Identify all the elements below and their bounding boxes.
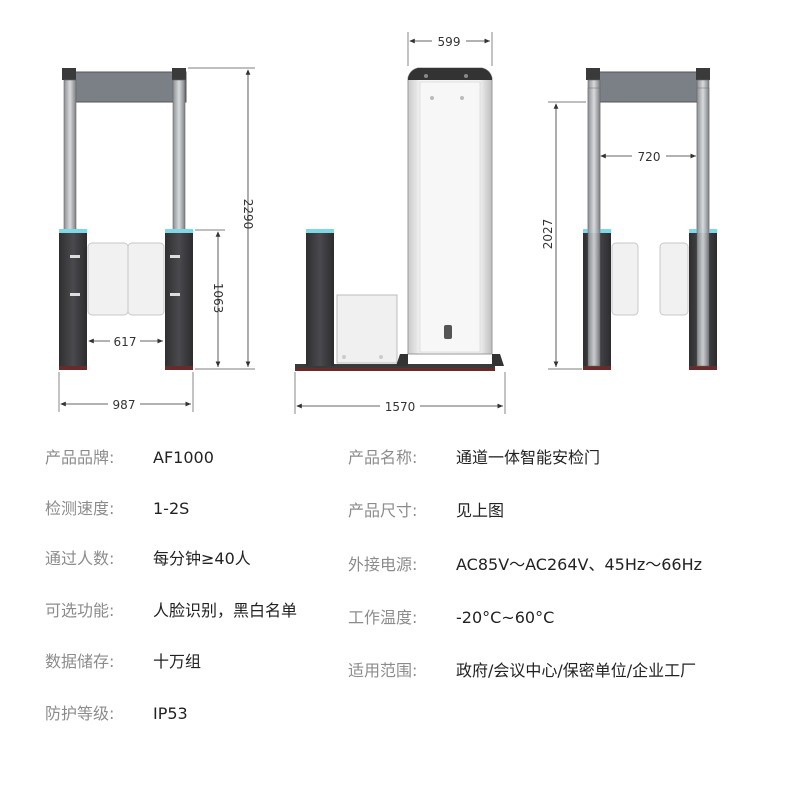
spec-value: 每分钟≥40人 [153, 549, 251, 568]
product-drawing: 2290 1063 617 987 [58, 32, 717, 414]
spec-value: 通道一体智能安检门 [456, 448, 601, 467]
spec-label: 适用范围: [348, 661, 418, 680]
spec-label: 产品品牌: [45, 448, 115, 467]
spec-value: 十万组 [153, 652, 202, 671]
spec-label: 防护等级: [45, 704, 115, 723]
spec-label: 产品名称: [348, 448, 418, 467]
spec-label: 通过人数: [45, 549, 115, 568]
side-view: 599 1570 [294, 32, 506, 414]
spec-product-size: 产品尺寸: 见上图 [348, 501, 778, 521]
spec-value: AF1000 [153, 448, 214, 467]
spec-throughput: 通过人数: 每分钟≥40人 [45, 549, 335, 569]
dim-front-total-height: 2290 [241, 199, 255, 230]
dim-back-height: 2027 [541, 219, 555, 250]
spec-value: 政府/会议中心/保密单位/企业工厂 [456, 661, 697, 680]
dim-front-inner-width: 617 [114, 335, 137, 349]
spec-value: 1-2S [153, 499, 190, 518]
spec-brand: 产品品牌: AF1000 [45, 448, 335, 468]
front-view: 2290 1063 617 987 [58, 67, 255, 412]
spec-label: 外接电源: [348, 555, 418, 574]
spec-value: 见上图 [456, 501, 505, 520]
spec-product-name: 产品名称: 通道一体智能安检门 [348, 448, 778, 468]
dim-back-inner-width: 720 [638, 150, 661, 164]
dim-side-total-depth: 1570 [385, 400, 416, 414]
spec-optional-features: 可选功能: 人脸识别，黑白名单 [45, 601, 335, 621]
dim-side-top-width: 599 [438, 35, 461, 49]
spec-value: IP53 [153, 704, 188, 723]
back-view: 720 2027 [541, 68, 717, 370]
spec-label: 可选功能: [45, 601, 115, 620]
spec-protection-level: 防护等级: IP53 [45, 704, 335, 724]
spec-data-storage: 数据储存: 十万组 [45, 652, 335, 672]
spec-detect-speed: 检测速度: 1-2S [45, 499, 335, 519]
spec-value: -20°C~60°C [456, 608, 555, 627]
spec-operating-temperature: 工作温度: -20°C~60°C [348, 608, 778, 628]
spec-label: 数据储存: [45, 652, 115, 671]
dim-front-cabinet-height: 1063 [211, 283, 225, 314]
spec-application-scope: 适用范围: 政府/会议中心/保密单位/企业工厂 [348, 661, 778, 681]
spec-value: AC85V～AC264V、45Hz～66Hz [456, 555, 703, 574]
spec-power-supply: 外接电源: AC85V～AC264V、45Hz～66Hz [348, 555, 778, 575]
spec-label: 工作温度: [348, 608, 418, 627]
dim-front-total-width: 987 [113, 398, 136, 412]
spec-value: 人脸识别，黑白名单 [153, 601, 298, 620]
spec-label: 产品尺寸: [348, 501, 418, 520]
spec-label: 检测速度: [45, 499, 115, 518]
